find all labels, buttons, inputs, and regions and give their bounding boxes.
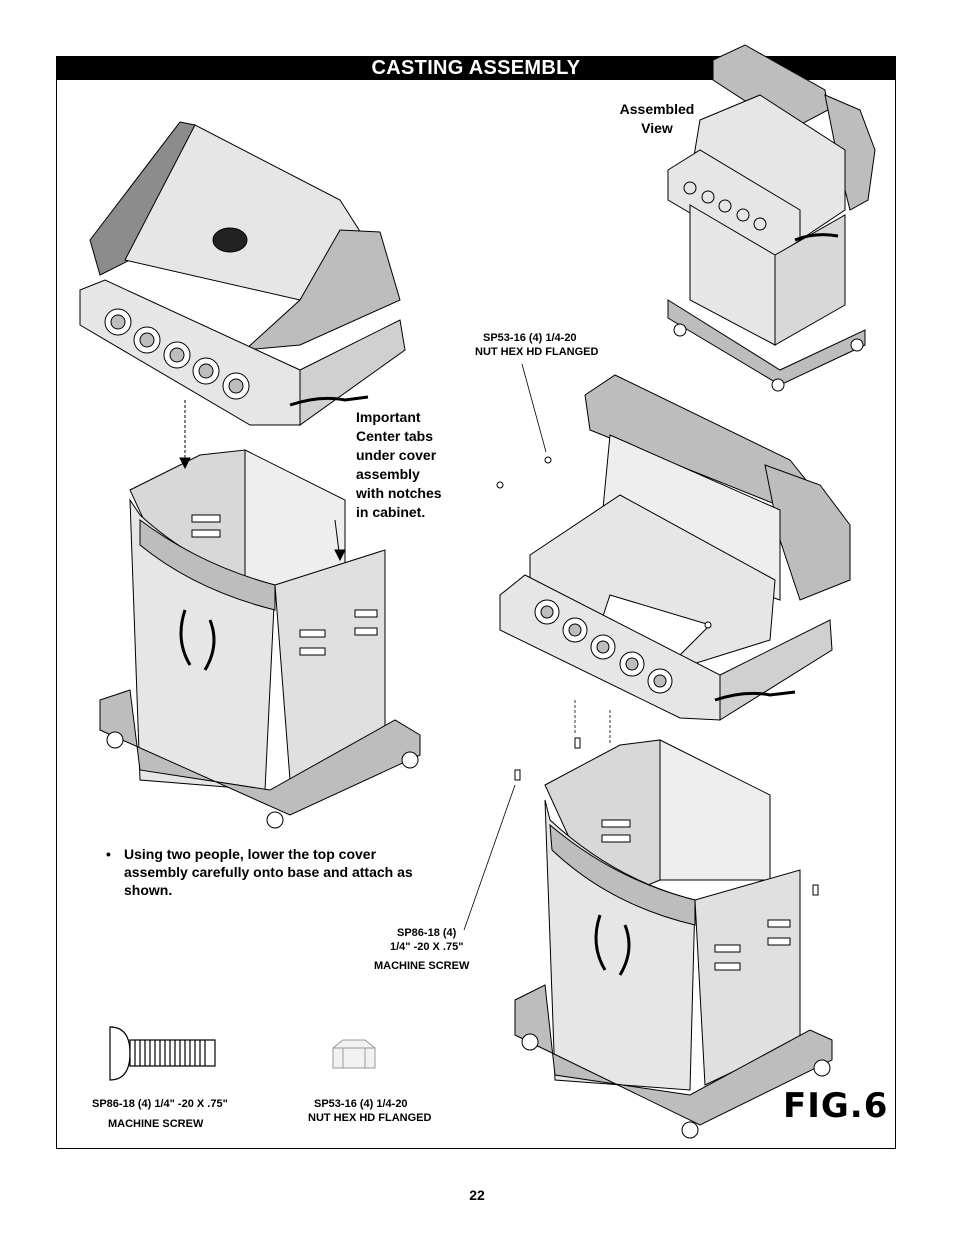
screw-callout-line1: SP86-18 (4) [397, 927, 457, 939]
nut-part-label: SP53-16 (4) 1/4-20 [314, 1098, 408, 1110]
instruction-list: • Using two people, lower the top cover … [106, 845, 426, 899]
nut-part-name: NUT HEX HD FLANGED [308, 1112, 432, 1124]
right-cabinet [514, 737, 833, 1139]
nut-callout-line2: NUT HEX HD FLANGED [475, 346, 599, 358]
screw-part-label: SP86-18 (4) 1/4" -20 X .75" [92, 1098, 228, 1110]
nut-callout-line1: SP53-16 (4) 1/4-20 [483, 332, 577, 344]
bullet-marker: • [106, 846, 111, 862]
right-cover-assembly [496, 374, 851, 721]
page-number: 22 [469, 1187, 485, 1203]
leader-lines [463, 363, 611, 931]
screw-callout-line2: 1/4" -20 X .75" [390, 941, 464, 953]
screw-callout-line3: MACHINE SCREW [374, 960, 470, 972]
important-note: Important Center tabs under cover assemb… [356, 409, 442, 520]
instruction-item: Using two people, lower the top cover as… [124, 846, 413, 898]
machine-screw-part [109, 1026, 216, 1081]
flanged-nut-part [332, 1039, 376, 1069]
assembled-view-label: Assembled View [619, 101, 695, 136]
assembled-view-grill [667, 44, 876, 392]
screw-part-name: MACHINE SCREW [108, 1118, 204, 1130]
left-cover-assembly [79, 121, 406, 426]
figure-label: FIG.6 [783, 1086, 889, 1126]
left-cabinet [99, 400, 421, 829]
